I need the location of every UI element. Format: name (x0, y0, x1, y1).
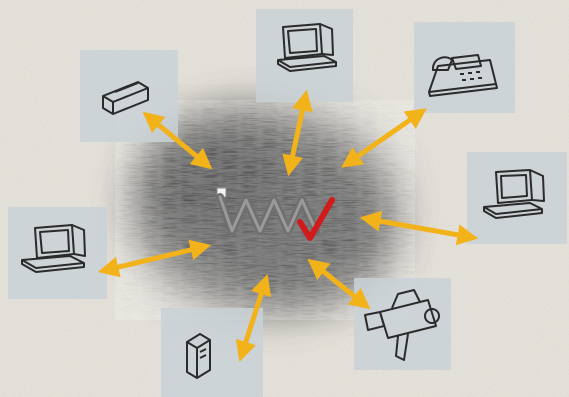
device-card (161, 308, 263, 397)
device-card (467, 152, 567, 244)
device-card (354, 278, 451, 370)
device-telephone (414, 22, 515, 113)
device-computer-left (8, 207, 107, 299)
device-card (8, 207, 107, 299)
device-computer-top (256, 9, 353, 102)
device-pc-tower (161, 308, 263, 397)
device-video-camera (354, 278, 451, 370)
device-computer-right (467, 152, 567, 244)
